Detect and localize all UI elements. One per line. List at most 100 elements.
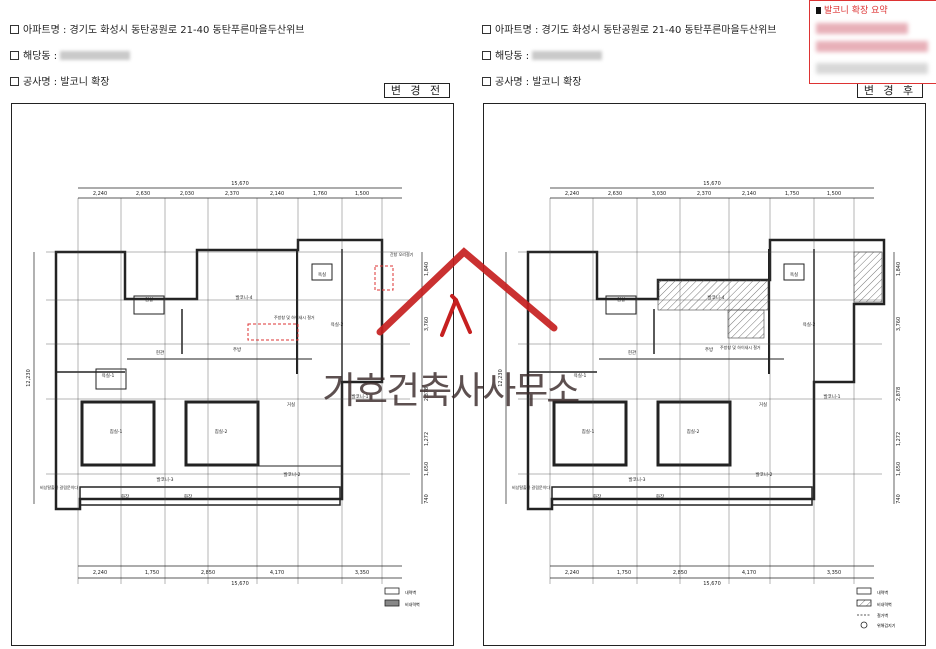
dim-label: 1,650 [896,462,902,476]
dim-label: 1,272 [424,432,430,446]
apartment-name: 아파트명 : 경기도 화성시 동탄공원로 21-40 동탄푸른마을두산위브 [10,25,305,37]
note-remove-window: 주방창 및 하이새시 철거 [274,314,315,320]
dim-label: 1,840 [424,262,430,276]
dim-label: 2,878 [424,387,430,401]
after-tag: 변 경 후 [857,83,923,98]
watermark-text: 기호건축사사무소 [322,369,580,412]
room-label: 거실 [287,401,295,408]
checkbox-icon [482,25,491,34]
room-label: 발코니-1 [352,393,369,400]
dim-label: 1,840 [896,262,902,276]
dim-label: 1,272 [896,432,902,446]
plan-before-panel: 15,670 2,240 2,630 2,030 2,370 2,140 1,7… [11,103,454,646]
legend-swatch-nonbearing [856,599,872,607]
checkbox-icon [10,25,19,34]
dim-label: 2,630 [136,191,150,197]
room-label: 발코니-4 [708,294,725,301]
room-label: 침실 [145,296,153,303]
summary-box: 발코니 확장 요약 [809,0,936,84]
room-label: 욕실-2 [803,321,816,328]
room-label: 발코니-4 [236,294,253,301]
room-label: 거실 [759,401,767,408]
dim-label: 4,170 [742,570,756,576]
room-label: 발코니-1 [824,393,841,400]
room-label: 화장 [121,493,129,500]
note-door: 간창 오리걸기 [390,251,414,257]
room-label: 욕실-1 [102,372,115,379]
redacted-unit [60,51,131,60]
dim-label: 1,760 [313,191,327,197]
dim-label: 2,030 [180,191,194,197]
redacted-line [816,23,908,34]
detector-icon [860,621,868,629]
room-label: 침실-1 [582,428,595,435]
room-label: 화장 [656,493,664,500]
dim-label: 2,140 [270,191,284,197]
legend-swatch-nonbearing [384,599,400,607]
legend-label: 비내력벽 [405,601,420,607]
dim-label: 2,240 [93,191,107,197]
legend-label: 위해검지기 [877,622,896,628]
apartment-name-after: 아파트명 : 경기도 화성시 동탄공원로 21-40 동탄푸른마을두산위브 [482,25,777,37]
note-remove-window: 주방창 및 하이새시 철거 [720,344,761,350]
dim-label: 2,240 [565,191,579,197]
dim-label: 2,370 [225,191,239,197]
hatch-demolished-area [853,251,883,303]
dim-label: 2,850 [673,570,687,576]
bullet-icon [816,7,821,14]
checkbox-icon [482,77,491,86]
checkbox-icon [482,51,491,60]
dim-label: 2,140 [742,191,756,197]
dim-label: 3,030 [652,191,666,197]
dim-label: 2,878 [896,387,902,401]
room-label: 침실-2 [687,428,700,435]
dim-total-bottom: 15,670 [703,581,721,587]
dim-label: 2,240 [565,570,579,576]
legend-label: 내력벽 [877,589,888,595]
legend-label: 철거벽 [877,612,888,618]
redacted-unit [532,51,603,60]
before-tag: 변 경 전 [384,83,450,98]
legend-swatch-bearing [856,587,872,595]
redacted-line [816,41,928,52]
checkbox-icon [10,77,19,86]
redacted-line [816,63,928,74]
room-label: 발코니-3 [157,476,174,483]
dim-label: 3,350 [355,570,369,576]
note-emergency: 비상탈출용 갈림문이다 [512,484,550,490]
checkbox-icon [10,51,19,60]
unit-info: 해당동 : [10,51,131,63]
note-emergency: 비상탈출용 갈림문이다 [40,484,78,490]
dim-total-left: 12,230 [498,369,504,387]
room-label: 화장 [184,493,192,500]
dim-label: 2,240 [93,570,107,576]
floor-plan-before: 15,670 2,240 2,630 2,030 2,370 2,140 1,7… [26,181,430,607]
dim-label: 740 [896,494,902,504]
room-label: 욕실-2 [331,321,344,328]
dim-label: 1,750 [145,570,159,576]
dim-total-bottom: 15,670 [231,581,249,587]
work-name-after: 공사명 : 발코니 확장 [482,77,582,89]
room-label: 현관 [628,349,636,356]
room-label: 욕실 [790,271,798,278]
dim-total-left: 12,230 [26,369,32,387]
highlight-door [374,265,394,291]
room-label: 욕실 [318,271,326,278]
room-label: 침실-2 [215,428,228,435]
dim-total-top: 15,670 [703,181,721,187]
room-label: 발코니-3 [629,476,646,483]
dim-label: 4,170 [270,570,284,576]
dim-label: 2,630 [608,191,622,197]
dim-label: 740 [424,494,430,504]
unit-info-after: 해당동 : [482,51,603,63]
dim-label: 3,350 [827,570,841,576]
work-name: 공사명 : 발코니 확장 [10,77,110,89]
dim-label: 2,370 [697,191,711,197]
dim-label: 1,650 [424,462,430,476]
room-label: 주방 [233,346,241,353]
dim-label: 1,750 [785,191,799,197]
plan-after-panel: 15,670 2,240 2,630 3,030 2,370 2,140 1,7… [483,103,926,646]
legend-label: 내력벽 [405,589,416,595]
summary-title: 발코니 확장 요약 [824,6,888,16]
legend-swatch-bearing [384,587,400,595]
